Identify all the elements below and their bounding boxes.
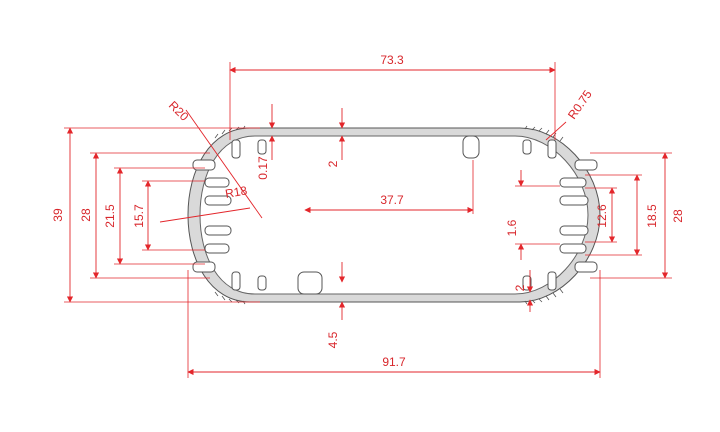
label-overall-width: 91.7 [382, 355, 406, 369]
label-top-width: 73.3 [380, 53, 404, 67]
top-slots [231, 135, 557, 159]
label-right-height: 28 [671, 209, 685, 223]
label-left-height: 28 [79, 208, 93, 222]
right-fins [559, 159, 598, 273]
label-radius-small: R0.75 [565, 87, 595, 122]
aluminum-profile [187, 125, 601, 305]
label-center-span: 37.7 [380, 193, 404, 207]
label-radius-inner: R18 [224, 183, 248, 201]
bottom-slots [231, 271, 557, 295]
profile-inner-cavity [199, 135, 589, 295]
label-dim-12-6: 12.6 [595, 204, 609, 228]
label-slot-2-top: 2 [326, 160, 340, 167]
label-height-15-7: 15.7 [132, 204, 146, 228]
left-fins [192, 159, 232, 273]
serrations [214, 125, 564, 305]
label-height-21-5: 21.5 [103, 204, 117, 228]
label-wall-017: 0.17 [256, 156, 270, 180]
label-dim-1-6: 1.6 [505, 219, 519, 236]
label-slot-2-bottom: 2 [513, 284, 527, 291]
label-dim-18-5: 18.5 [645, 204, 659, 228]
label-overall-height: 39 [51, 208, 65, 222]
label-dim-4-5: 4.5 [326, 331, 340, 348]
label-radius-outer: R20 [166, 98, 192, 124]
dimension-lines [64, 62, 672, 378]
